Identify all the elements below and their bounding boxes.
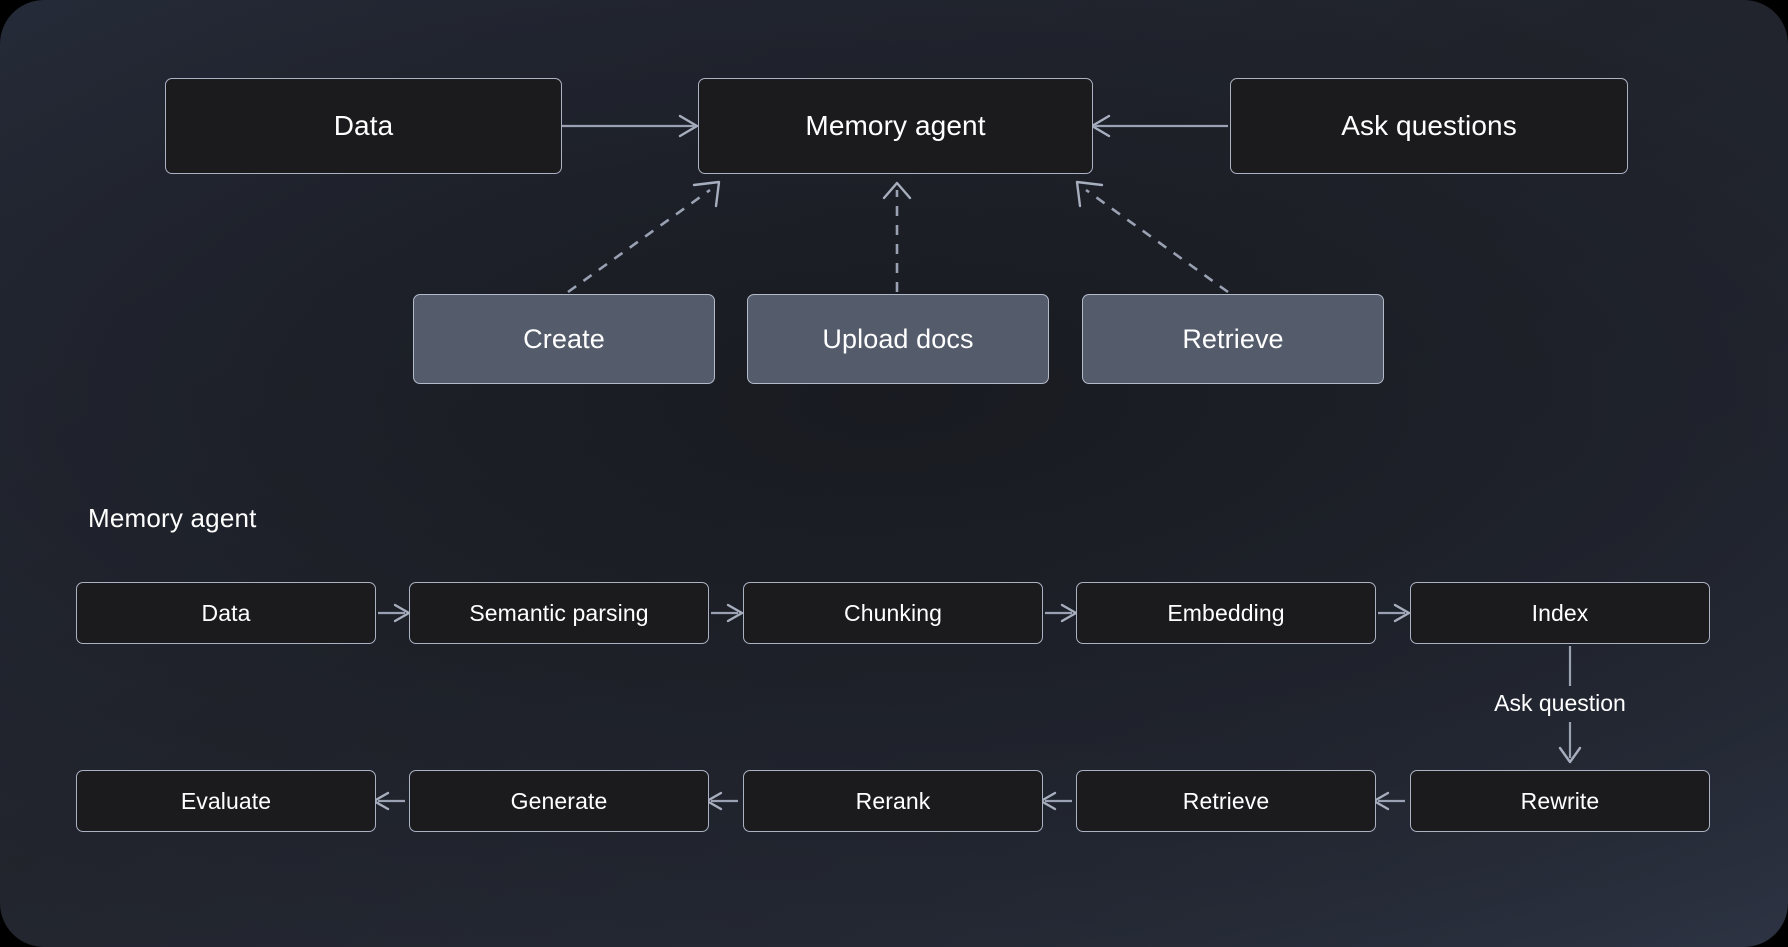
edge-create-to-memory-agent xyxy=(567,180,721,294)
node-label: Data xyxy=(333,110,394,141)
node-data-top[interactable]: Data xyxy=(165,78,562,174)
node-retrieve-top[interactable]: Retrieve xyxy=(1082,294,1384,384)
edge-embedding-to-index xyxy=(1378,603,1411,623)
edge-data-to-memory-agent xyxy=(562,114,699,138)
edge-upload-docs-to-memory-agent xyxy=(882,181,912,292)
node-evaluate[interactable]: Evaluate xyxy=(76,770,376,832)
node-ask-questions[interactable]: Ask questions xyxy=(1230,78,1628,174)
node-label: Index xyxy=(1531,599,1589,626)
node-label: Rewrite xyxy=(1520,787,1600,814)
edge-rewrite-to-retrieve xyxy=(1372,791,1405,811)
node-data-ingest[interactable]: Data xyxy=(76,582,376,644)
edge-label-ask-question: Ask question xyxy=(1494,690,1626,716)
node-label: Upload docs xyxy=(822,323,974,354)
node-label: Rerank xyxy=(855,787,931,814)
node-label: Data xyxy=(201,599,251,626)
node-label: Retrieve xyxy=(1182,323,1284,354)
section-caption-memory-agent: Memory agent xyxy=(88,503,257,533)
edge-semantic-parsing-to-chunking xyxy=(711,603,744,623)
edge-generate-to-evaluate xyxy=(372,791,405,811)
node-index[interactable]: Index xyxy=(1410,582,1710,644)
edge-data-to-semantic-parsing xyxy=(378,603,411,623)
node-chunking[interactable]: Chunking xyxy=(743,582,1043,644)
node-label: Evaluate xyxy=(180,787,272,814)
node-generate[interactable]: Generate xyxy=(409,770,709,832)
node-embedding[interactable]: Embedding xyxy=(1076,582,1376,644)
node-label: Create xyxy=(523,323,605,354)
edge-retrieve-to-rerank xyxy=(1039,791,1072,811)
node-label: Chunking xyxy=(844,599,942,626)
node-upload-docs[interactable]: Upload docs xyxy=(747,294,1049,384)
node-label: Ask questions xyxy=(1341,110,1517,141)
node-label: Embedding xyxy=(1167,599,1285,626)
edge-chunking-to-embedding xyxy=(1045,603,1078,623)
node-label: Semantic parsing xyxy=(469,599,649,626)
node-create[interactable]: Create xyxy=(413,294,715,384)
edge-ask-questions-to-memory-agent xyxy=(1090,114,1228,138)
node-memory-agent[interactable]: Memory agent xyxy=(698,78,1093,174)
node-rerank[interactable]: Rerank xyxy=(743,770,1043,832)
node-retrieve-query[interactable]: Retrieve xyxy=(1076,770,1376,832)
node-rewrite[interactable]: Rewrite xyxy=(1410,770,1710,832)
node-label: Retrieve xyxy=(1182,787,1270,814)
node-label: Generate xyxy=(510,787,608,814)
node-semantic-parsing[interactable]: Semantic parsing xyxy=(409,582,709,644)
edge-rerank-to-generate xyxy=(705,791,738,811)
edge-retrieve-to-memory-agent xyxy=(1075,180,1229,294)
node-label: Memory agent xyxy=(805,110,986,141)
